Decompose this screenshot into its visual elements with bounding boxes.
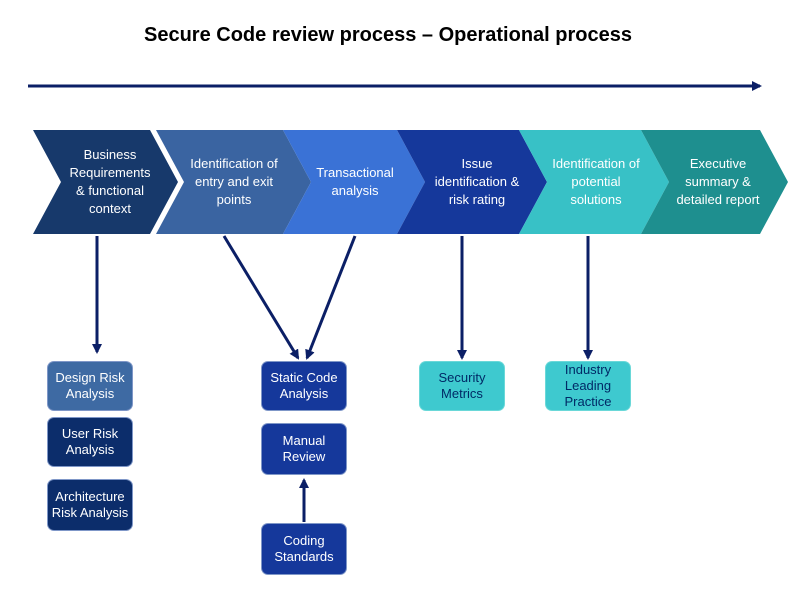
stage-label-potential-solutions: Identification of potential solutions: [552, 156, 640, 207]
chevron-stage-2: [156, 130, 311, 234]
architecture-risk-analysis-box: Architecture Risk Analysis: [48, 480, 132, 530]
industry-leading-practice-box: Industry Leading Practice: [546, 362, 630, 410]
diagram-title: Secure Code review process – Operational…: [144, 24, 632, 46]
stage-label-business-requirements: Business Requirements & functional conte…: [69, 147, 151, 216]
user-risk-analysis-box: User Risk Analysis: [48, 418, 132, 466]
chevron-stage-4: [397, 130, 547, 234]
chevron-stage-3: [283, 130, 425, 234]
connector-arrow: [222, 235, 300, 360]
design-risk-analysis-box: Design Risk Analysis: [48, 362, 132, 410]
stage-label-issue-identification: Issue identification & risk rating: [434, 156, 520, 207]
chevron-stage-1: [33, 130, 178, 234]
stage-label-entry-exit-points: Identification of entry and exit points: [190, 156, 278, 207]
security-metrics-box: Security Metrics: [420, 362, 504, 410]
coding-standards-box: Coding Standards: [262, 524, 346, 574]
stage-label-executive-summary: Executive summary & detailed report: [676, 156, 760, 207]
chevron-stage-6: [641, 130, 788, 234]
stage-label-transactional-analysis: Transactional analysis: [316, 165, 394, 198]
static-code-analysis-box: Static Code Analysis: [262, 362, 346, 410]
manual-review-box: Manual Review: [262, 424, 346, 474]
connector-arrow: [305, 235, 357, 360]
chevron-stage-5: [519, 130, 669, 234]
